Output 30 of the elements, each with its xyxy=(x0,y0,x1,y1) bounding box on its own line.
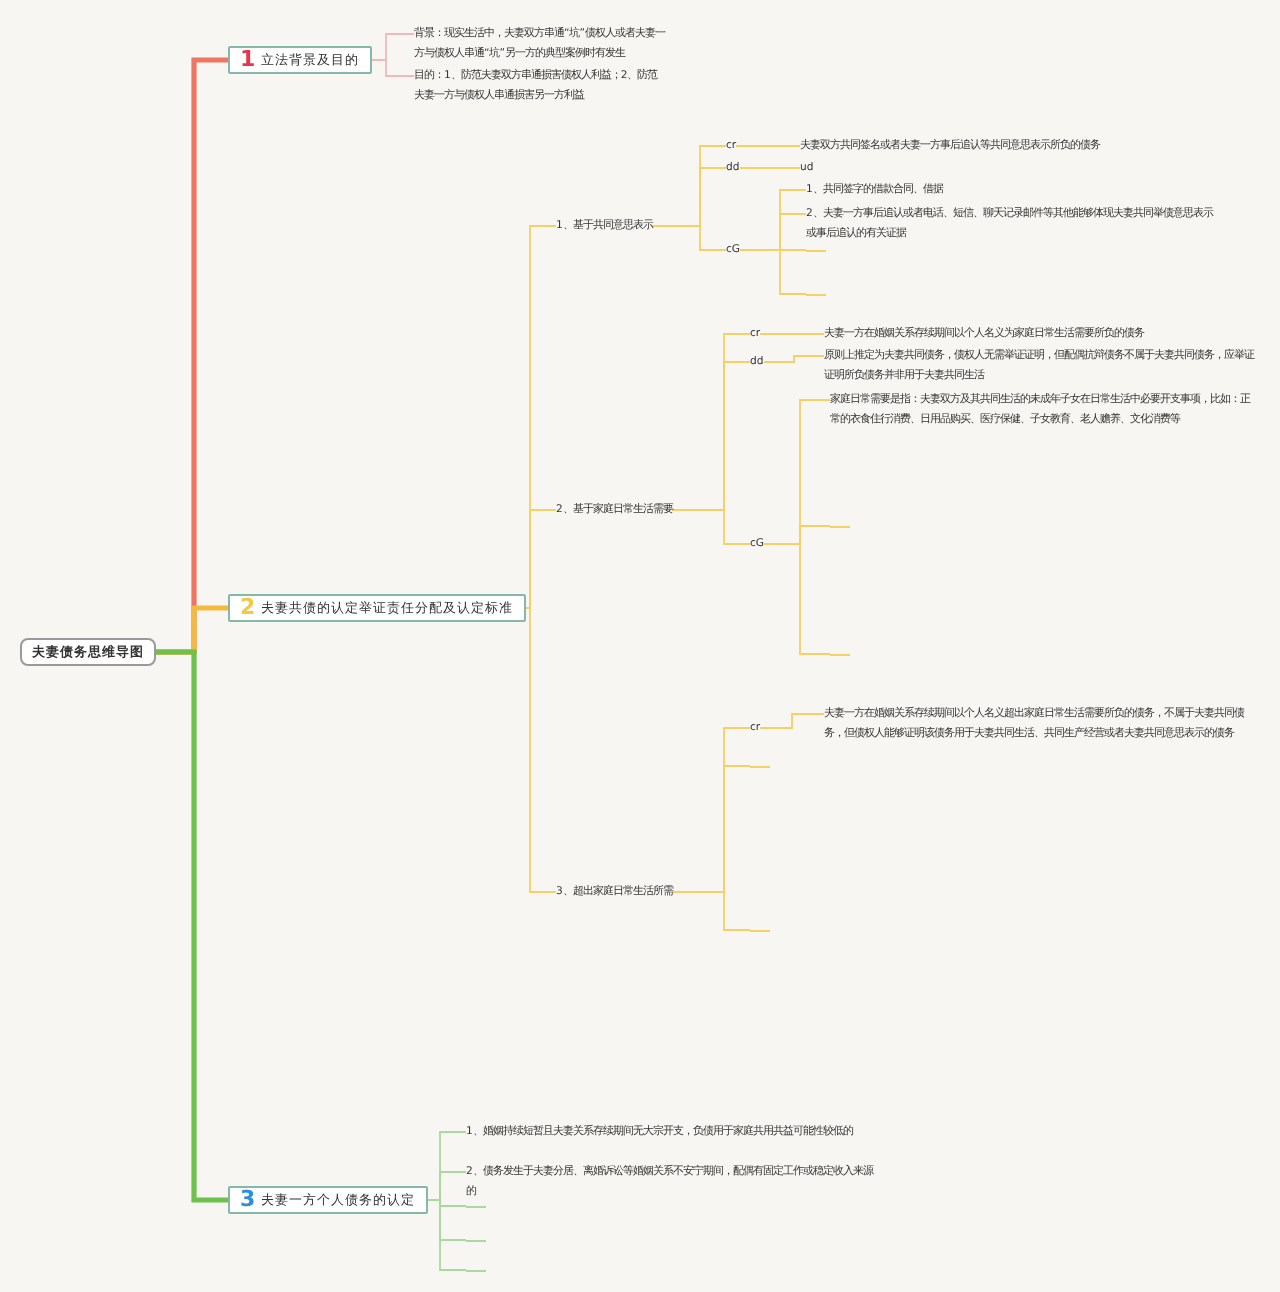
topic-box xyxy=(228,594,526,622)
empty-topic-line xyxy=(750,930,770,932)
empty-topic-line xyxy=(830,526,850,528)
topic-number: 3 xyxy=(240,1186,256,1212)
connector-line xyxy=(156,649,228,1203)
connector-line xyxy=(763,355,825,363)
connector-line xyxy=(671,891,751,931)
topic-number: 2 xyxy=(240,594,256,620)
connector-line xyxy=(525,509,557,609)
empty-topic-line xyxy=(466,1270,486,1272)
empty-topic-line xyxy=(806,250,826,252)
empty-topic-line xyxy=(466,1240,486,1242)
connector-line xyxy=(739,249,807,295)
empty-topic-line xyxy=(830,654,850,656)
empty-topic-line xyxy=(750,766,770,768)
connector-line xyxy=(525,607,557,893)
connector-line xyxy=(739,167,801,169)
connector-line xyxy=(671,509,751,545)
topic-box xyxy=(228,46,372,74)
connector-line xyxy=(759,713,825,729)
empty-topic-line xyxy=(806,294,826,296)
connector-line xyxy=(427,1199,467,1271)
connector-line xyxy=(759,333,825,335)
connector-line xyxy=(735,145,801,147)
connector-line xyxy=(371,59,415,77)
connector-line xyxy=(763,543,831,655)
empty-topic-line xyxy=(466,1206,486,1208)
topic-number: 1 xyxy=(240,46,256,72)
topic-box xyxy=(228,1186,428,1214)
connector-line xyxy=(651,225,727,251)
